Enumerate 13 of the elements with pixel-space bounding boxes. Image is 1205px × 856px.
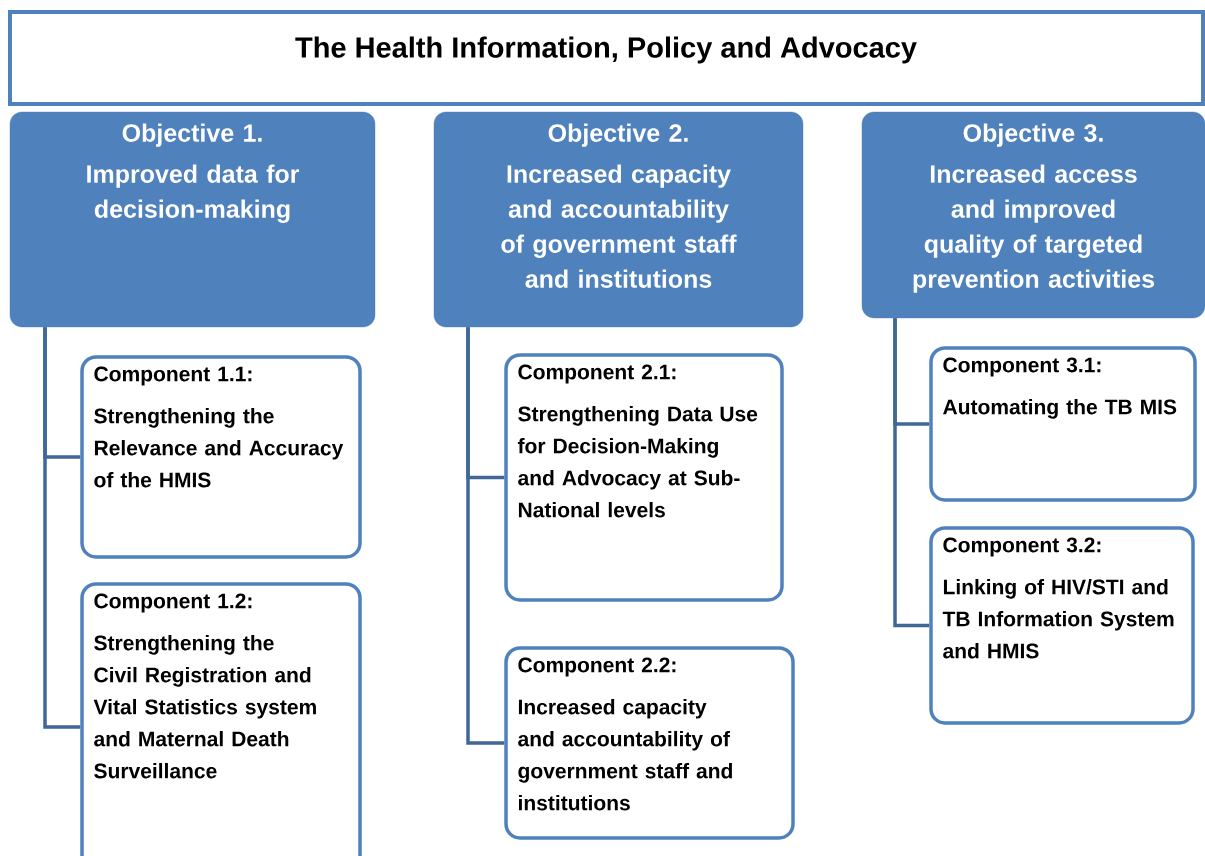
- title-box: The Health Information, Policy and Advocacy: [8, 10, 1205, 106]
- objective-box: Objective 1. Improved data for decision-making: [9, 111, 376, 328]
- component-box: Component 3.1: Automating the TB MIS: [929, 346, 1197, 502]
- connector-line: [893, 318, 930, 628]
- component-box: Component 1.1: Strengthening the Relevance and Accuracy of the HMIS: [80, 355, 362, 559]
- connector-line: [466, 327, 505, 745]
- objective-box: Objective 3. Increased access and improved quality of targeted prevention activities: [861, 111, 1205, 319]
- component-box: Component 3.2: Linking of HIV/STI and TB Information System and HMIS: [929, 526, 1195, 725]
- connector-line: [43, 327, 81, 729]
- objective-box: Objective 2. Increased capacity and accountability of government staff and institutions: [433, 111, 804, 328]
- component-box: Component 1.2: Strengthening the Civil Registration and Vital Statistics system and Maternal Death Surveillance: [80, 582, 362, 856]
- component-box: Component 2.2: Increased capacity and accountability of government staff and institutions: [504, 646, 795, 840]
- component-box: Component 2.1: Strengthening Data Use for Decision-Making and Advocacy at Sub-National levels: [504, 353, 784, 602]
